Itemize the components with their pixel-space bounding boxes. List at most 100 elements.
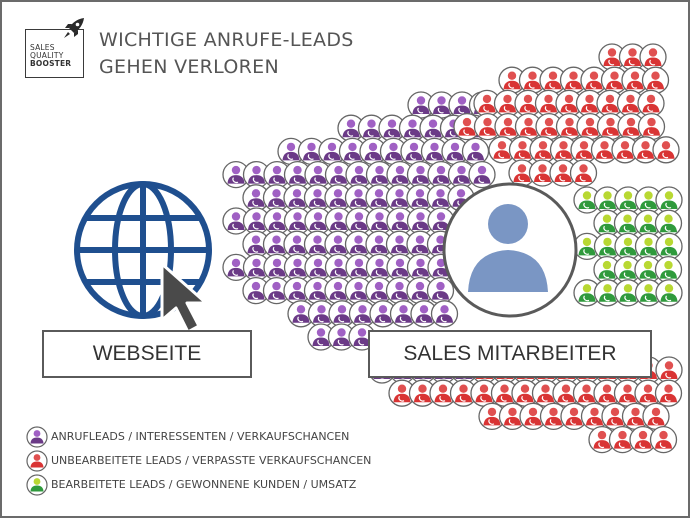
- lead-icon: [297, 137, 326, 166]
- lead-icon: [614, 186, 642, 214]
- lead-icon: [514, 89, 542, 118]
- green-leads-group: [573, 186, 683, 307]
- lead-icon: [324, 160, 353, 189]
- lead-icon: [369, 300, 397, 328]
- brand-line-2: QUALITY: [30, 51, 64, 60]
- lead-icon: [419, 114, 447, 142]
- lead-icon: [637, 89, 665, 118]
- lead-icon: [608, 425, 637, 454]
- lead-icon: [593, 209, 621, 237]
- lead-icon: [654, 255, 683, 284]
- lead-icon: [498, 402, 527, 431]
- page-title: WICHTIGE ANRUFE-LEADS GEHEN VERLOREN: [99, 27, 354, 81]
- lead-icon: [539, 402, 568, 431]
- lead-icon: [420, 137, 449, 166]
- lead-icon: [529, 136, 557, 164]
- lead-icon: [283, 160, 312, 189]
- lead-icon: [590, 136, 619, 164]
- website-label-box: WEBSEITE: [42, 330, 252, 378]
- lead-icon: [345, 207, 373, 235]
- lead-icon: [473, 112, 502, 141]
- lead-icon: [386, 253, 414, 282]
- lead-icon: [655, 232, 683, 261]
- lead-icon: [242, 253, 271, 282]
- lead-icon: [642, 402, 670, 431]
- lead-icon: [631, 136, 660, 164]
- lead-icon: [398, 114, 427, 142]
- lead-icon: [345, 160, 373, 189]
- brand-logo: SALES QUALITY BOOSTER: [25, 29, 84, 78]
- lead-icon: [388, 379, 416, 407]
- title-line-2: GEHEN VERLOREN: [99, 56, 279, 78]
- lead-icon: [461, 137, 490, 166]
- legend-label-green: BEARBEITETE LEADS / GEWONNENE KUNDEN / U…: [51, 478, 357, 491]
- lead-icon: [307, 323, 335, 351]
- lead-icon: [345, 253, 373, 282]
- lead-icon: [242, 276, 270, 305]
- lead-icon: [593, 379, 621, 407]
- lead-icon: [242, 207, 271, 235]
- lead-icon: [222, 207, 250, 235]
- lead-icon: [478, 402, 506, 431]
- lead-icon: [262, 184, 291, 212]
- lead-icon: [613, 255, 642, 284]
- lead-icon: [652, 136, 680, 164]
- lead-icon: [365, 253, 394, 282]
- lead-icon: [344, 230, 373, 258]
- lead-icon: [573, 279, 601, 307]
- lead-icon: [242, 160, 271, 189]
- lead-icon: [262, 230, 291, 258]
- lead-icon: [593, 255, 621, 284]
- lead-icon: [488, 136, 516, 164]
- lead-icon: [283, 253, 312, 282]
- legend-item-purple: ANRUFLEADS / INTERESSENTEN / VERKAUFSCHA…: [26, 426, 386, 448]
- lead-icon: [655, 279, 683, 307]
- lead-icon: [406, 184, 434, 212]
- brand-line-3: BOOSTER: [30, 59, 72, 68]
- lead-icon: [598, 43, 626, 71]
- brand-line-1: SALES: [30, 43, 55, 52]
- lead-icon: [552, 379, 580, 407]
- lead-icon: [593, 279, 622, 307]
- lead-icon: [600, 66, 629, 94]
- lead-icon: [408, 379, 437, 407]
- lead-icon: [406, 253, 435, 282]
- sales-label-box: SALES MITARBEITER: [368, 330, 652, 378]
- lead-icon: [263, 253, 291, 282]
- lead-icon: [639, 43, 667, 71]
- lead-icon: [283, 184, 311, 212]
- legend-item-red: UNBEARBEITETE LEADS / VERPASSTE VERKAUFS…: [26, 450, 386, 472]
- lead-icon: [573, 232, 601, 261]
- lead-icon: [453, 112, 481, 141]
- sales-label: SALES MITARBEITER: [403, 342, 617, 365]
- lead-icon: [580, 402, 609, 431]
- lead-icon: [328, 300, 356, 328]
- legend-item-green: BEARBEITETE LEADS / GEWONNENE KUNDEN / U…: [26, 474, 386, 496]
- lead-icon: [468, 160, 496, 189]
- lead-icon: [430, 300, 459, 328]
- legend-label-purple: ANRUFLEADS / INTERESSENTEN / VERKAUFSCHA…: [51, 430, 350, 443]
- website-label: WEBSEITE: [92, 342, 202, 365]
- lead-icon: [580, 66, 608, 94]
- person-avatar-icon: [442, 182, 578, 318]
- lead-icon: [555, 112, 584, 141]
- rocket-icon: [64, 18, 84, 38]
- lead-icon: [263, 207, 291, 235]
- lead-icon: [654, 379, 683, 407]
- legend-red-icon: [26, 450, 48, 472]
- legend-label-red: UNBEARBEITETE LEADS / VERPASSTE VERKAUFS…: [51, 454, 372, 467]
- lead-icon: [634, 186, 663, 214]
- lead-icon: [338, 137, 367, 166]
- legend-green-icon: [26, 474, 48, 496]
- lead-icon: [616, 89, 645, 118]
- lead-icon: [613, 379, 642, 407]
- globe-cursor-icon: [74, 181, 212, 334]
- lead-icon: [614, 279, 642, 307]
- lead-icon: [365, 230, 393, 258]
- lead-icon: [596, 89, 624, 118]
- lead-icon: [304, 253, 332, 282]
- lead-icon: [655, 356, 683, 384]
- title-line-1: WICHTIGE ANRUFE-LEADS: [99, 29, 354, 51]
- lead-icon: [283, 276, 311, 305]
